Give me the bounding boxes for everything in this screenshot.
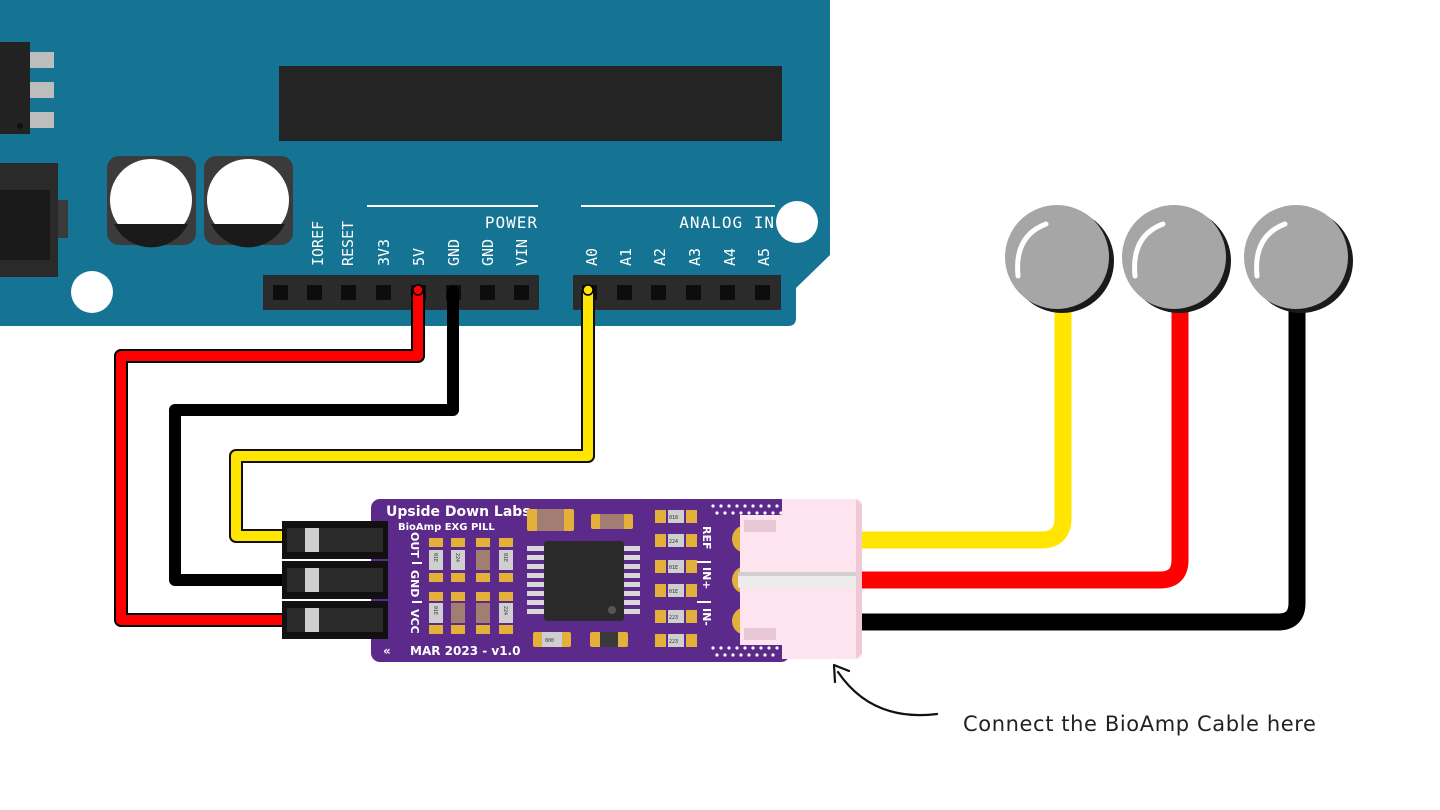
voltage-regulator <box>0 42 54 134</box>
pill-pin-out: OUT <box>408 532 421 558</box>
pin-label-gnd-1: GND <box>445 239 463 266</box>
cable-wire-red <box>850 300 1189 589</box>
pill-footer-version: MAR 2023 - v1.0 <box>410 644 520 658</box>
resistor-bottom-1: 000 <box>533 632 571 647</box>
pill-pin-in-plus: IN+ <box>700 567 713 590</box>
power-jack <box>0 163 68 277</box>
pin-label-a2: A2 <box>651 248 669 266</box>
pin-separators <box>412 561 711 603</box>
pin-label-5v: 5V <box>410 248 428 266</box>
svg-text:223: 223 <box>669 615 678 621</box>
bioamp-exg-pill: Upside Down Labs BioAmp EXG PILL OUT GND… <box>371 499 790 662</box>
resistor-top-2 <box>591 514 633 529</box>
wire-gnd-black <box>169 285 459 586</box>
svg-text:000: 000 <box>545 638 554 644</box>
svg-text:01E: 01E <box>669 565 678 571</box>
arduino-board: POWER ANALOG IN IOREF RESET 3V3 5V GND G… <box>0 0 830 326</box>
cable-wire-yellow <box>850 300 1072 549</box>
electrode-yellow <box>1005 205 1114 313</box>
capacitor-1 <box>107 156 196 248</box>
resistor-bottom-2 <box>590 632 628 647</box>
pin-label-3v3: 3V3 <box>375 239 393 266</box>
pin-label-a0: A0 <box>583 248 601 266</box>
pin-label-vin: VIN <box>513 239 531 266</box>
pin-label-reset: RESET <box>339 221 357 266</box>
analog-header-title: ANALOG IN <box>679 213 775 232</box>
pill-pin-in-minus: IN- <box>700 608 713 626</box>
svg-text:01E: 01E <box>502 553 508 562</box>
mounting-hole-right <box>776 201 818 243</box>
svg-text:223: 223 <box>669 639 678 645</box>
arduino-chip-area <box>279 66 782 141</box>
electrode-black <box>1244 205 1353 313</box>
pin-label-a5: A5 <box>755 248 773 266</box>
pcb-via-dots <box>711 504 783 657</box>
wire-a0-yellow <box>229 284 595 543</box>
wire-5v-red <box>114 284 425 627</box>
pill-pin-ref: REF <box>700 526 713 550</box>
analog-header <box>573 275 781 310</box>
electrode-red <box>1122 205 1231 313</box>
svg-text:224: 224 <box>502 606 508 615</box>
pill-pin-vcc: VCC <box>408 609 421 634</box>
pin-label-a1: A1 <box>617 248 635 266</box>
pin-label-ioref: IOREF <box>309 221 327 266</box>
pin-label-gnd-2: GND <box>479 239 497 266</box>
resistor-top-1 <box>527 509 574 531</box>
pin-label-a3: A3 <box>686 248 704 266</box>
svg-text:224: 224 <box>454 553 460 562</box>
annotation-text: Connect the BioAmp Cable here <box>963 712 1317 736</box>
passives-left: 01E 224 01E 01E 224 <box>429 538 513 634</box>
amplifier-ic <box>527 541 640 621</box>
svg-text:01E: 01E <box>432 553 438 562</box>
pin-label-a4: A4 <box>721 248 739 266</box>
passives-right: 018 224 01E 01E 223 223 <box>655 510 697 647</box>
bioamp-cable-connector <box>738 499 862 659</box>
pill-brand: Upside Down Labs <box>386 504 531 520</box>
annotation-arrow <box>832 663 939 717</box>
power-header <box>263 275 539 310</box>
svg-text:01E: 01E <box>432 606 438 615</box>
pill-pin-gnd: GND <box>408 570 421 597</box>
double-chevron-left-icon: « <box>383 644 391 658</box>
capacitor-2 <box>204 156 293 248</box>
power-header-title: POWER <box>485 213 538 232</box>
jumper-connector <box>282 521 388 639</box>
svg-text:018: 018 <box>669 515 678 521</box>
pill-product-name: BioAmp EXG PILL <box>398 522 495 533</box>
svg-text:01E: 01E <box>669 589 678 595</box>
svg-text:224: 224 <box>669 539 678 545</box>
mounting-hole-left <box>71 271 113 313</box>
cable-wire-black <box>850 300 1306 631</box>
